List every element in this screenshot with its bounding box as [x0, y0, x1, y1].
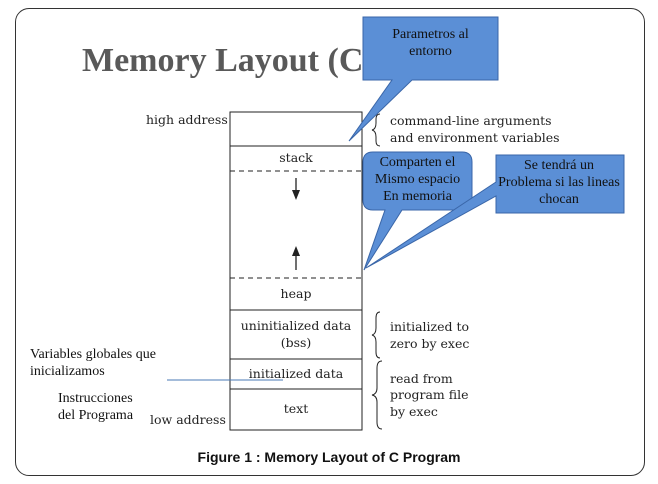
slide-title: Memory Layout (C — [82, 42, 364, 79]
heap-growth-arrow-icon — [292, 246, 300, 270]
callout-problema-text: Se tendrá un Problema si las lineas choc… — [498, 158, 620, 207]
stack-growth-arrow-icon — [292, 178, 300, 200]
callout-problema-shape — [365, 154, 625, 269]
segment-text: text — [283, 400, 309, 416]
figure-caption: Figure 1 : Memory Layout of C Program — [197, 449, 461, 465]
low-address-label: low address — [150, 412, 226, 427]
high-address-label: high address — [146, 112, 228, 127]
side-label-args: command-line arguments and environment v… — [390, 113, 560, 146]
brace-bss-icon — [371, 311, 381, 359]
note-instrucciones: Instrucciones del Programa — [58, 391, 134, 423]
segment-initialized-data: initialized data — [248, 365, 344, 381]
callout-entorno-text: Parametros al entorno — [392, 27, 469, 59]
callout-comparten-text: Comparten el Mismo espacio En memoria — [374, 155, 461, 204]
callout-comparten-shape — [362, 151, 473, 271]
segment-heap: heap — [280, 285, 312, 301]
side-label-read: read from program file by exec — [390, 371, 469, 419]
side-label-bss: initialized to zero by exec — [390, 319, 470, 352]
segment-stack: stack — [279, 149, 313, 165]
segment-bss: uninitialized data (bss) — [240, 318, 352, 350]
brace-read-icon — [371, 360, 383, 430]
note-variables-globales: Variables globales que inicializamos — [30, 347, 156, 379]
callout-entorno-shape — [348, 16, 499, 142]
memory-block-outline — [229, 111, 363, 431]
brace-args-icon — [371, 113, 381, 147]
